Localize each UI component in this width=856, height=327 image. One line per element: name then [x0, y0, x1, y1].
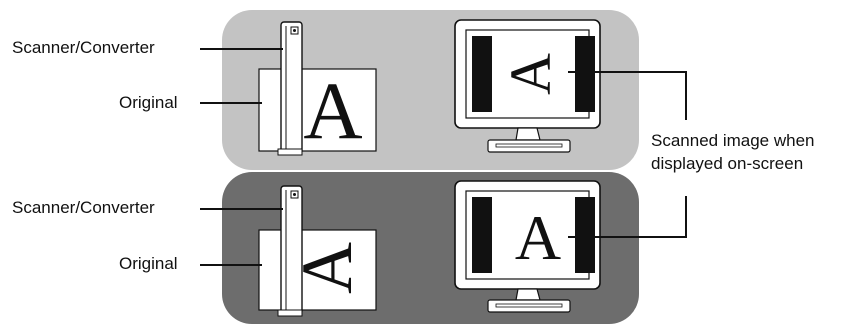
- bottom-monitor-icon: A: [455, 181, 600, 312]
- bottom-scanner-converter-label: Scanner/Converter: [12, 198, 155, 218]
- top-original-document-icon: A: [259, 65, 376, 156]
- bottom-screen-glyph: A: [515, 202, 561, 273]
- bottom-original-document-icon: A: [259, 230, 376, 310]
- callout-line-2: displayed on-screen: [651, 154, 803, 174]
- callout-line-1: Scanned image when: [651, 131, 815, 151]
- top-scanner-converter-icon: [278, 22, 302, 155]
- top-screen-glyph: A: [498, 53, 563, 95]
- top-document-glyph: A: [303, 65, 362, 156]
- bottom-scanner-converter-icon: [278, 186, 302, 316]
- top-original-label: Original: [119, 93, 178, 113]
- top-scanner-converter-label: Scanner/Converter: [12, 38, 155, 58]
- bottom-original-label: Original: [119, 254, 178, 274]
- top-monitor-icon: A: [455, 20, 600, 152]
